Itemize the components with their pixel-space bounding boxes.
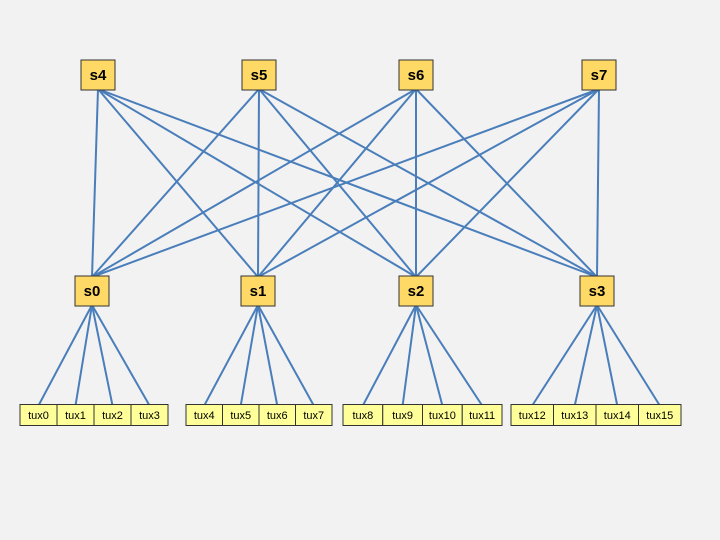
host-label: tux1	[65, 410, 86, 422]
switch-label: s6	[408, 67, 425, 84]
host-box	[638, 404, 682, 426]
host-box	[295, 404, 333, 426]
link-s0-tux1	[74, 304, 93, 406]
host-tux6[interactable]: tux6	[258, 404, 296, 426]
host-label: tux14	[604, 410, 631, 422]
host-group-s3: tux12 tux13 tux14 tux15	[510, 404, 682, 426]
link-s5-s1	[257, 88, 260, 278]
host-tux15[interactable]: tux15	[638, 404, 682, 426]
host-tux7[interactable]: tux7	[295, 404, 333, 426]
link-s3-tux12	[531, 304, 598, 407]
switch-label: s5	[251, 67, 268, 84]
host-tux5[interactable]: tux5	[222, 404, 260, 426]
host-label: tux0	[28, 410, 49, 422]
link-s1-tux6	[257, 304, 279, 406]
link-s4-s2	[97, 88, 417, 278]
link-s1-tux5	[239, 304, 259, 406]
link-s7-s1	[257, 88, 600, 278]
link-s0-tux2	[91, 304, 114, 406]
link-s2-tux10	[415, 304, 444, 406]
host-tux13[interactable]: tux13	[553, 404, 597, 426]
link-s1-tux4	[203, 304, 259, 406]
switch-label: s1	[250, 283, 267, 300]
host-label: tux6	[267, 410, 288, 422]
switch-box	[241, 59, 277, 91]
host-label: tux8	[352, 410, 373, 422]
host-label: tux15	[646, 410, 673, 422]
spine-switch-s6[interactable]: s6	[398, 59, 434, 91]
host-group-s2: tux8 tux9 tux10 tux11	[342, 404, 503, 426]
link-s2-tux11	[415, 304, 483, 407]
link-s7-s0	[91, 88, 600, 278]
spine-switch-s5[interactable]: s5	[241, 59, 277, 91]
switch-box	[581, 59, 617, 91]
link-s1-tux7	[257, 304, 315, 406]
host-label: tux13	[561, 410, 588, 422]
host-tux1[interactable]: tux1	[56, 404, 95, 426]
host-label: tux7	[303, 410, 324, 422]
host-label: tux4	[194, 410, 215, 422]
host-tux10[interactable]: tux10	[422, 404, 463, 426]
link-s2-tux9	[401, 304, 417, 406]
switch-box	[579, 275, 615, 307]
leaf-switch-s0[interactable]: s0	[74, 275, 110, 307]
leaf-switch-s3[interactable]: s3	[579, 275, 615, 307]
host-tux2[interactable]: tux2	[93, 404, 132, 426]
host-group-s1: tux4 tux5 tux6 tux7	[185, 404, 333, 426]
link-s6-s0	[91, 88, 417, 278]
nodes-layer: s4 s5 s6 s7 s0 s1 s2 s3 tux0 tux1 tux2 tux3 tux4 tux5…	[19, 59, 682, 426]
link-s0-tux3	[91, 304, 151, 406]
switch-label: s3	[589, 283, 606, 300]
host-tux4[interactable]: tux4	[185, 404, 223, 426]
switch-box	[240, 275, 276, 307]
host-tux0[interactable]: tux0	[19, 404, 58, 426]
host-label: tux3	[139, 410, 160, 422]
switch-label: s2	[408, 283, 425, 300]
switch-label: s7	[591, 67, 608, 84]
host-tux12[interactable]: tux12	[510, 404, 554, 426]
host-label: tux12	[519, 410, 546, 422]
host-label: tux9	[392, 410, 413, 422]
links-layer	[37, 88, 661, 407]
link-s4-s0	[91, 88, 99, 278]
link-s3-tux14	[596, 304, 619, 406]
link-s6-s1	[257, 88, 417, 278]
leaf-switch-s1[interactable]: s1	[240, 275, 276, 307]
link-s7-s3	[596, 88, 600, 278]
host-tux8[interactable]: tux8	[342, 404, 384, 426]
host-label: tux10	[429, 410, 456, 422]
host-tux3[interactable]: tux3	[130, 404, 169, 426]
host-tux14[interactable]: tux14	[595, 404, 639, 426]
link-s5-s0	[91, 88, 260, 278]
host-label: tux2	[102, 410, 123, 422]
spine-switch-s4[interactable]: s4	[80, 59, 116, 91]
host-label: tux5	[230, 410, 251, 422]
switch-box	[398, 59, 434, 91]
link-s2-tux8	[361, 304, 417, 406]
host-group-s0: tux0 tux1 tux2 tux3	[19, 404, 169, 426]
switch-box	[80, 59, 116, 91]
link-s0-tux0	[37, 304, 93, 406]
link-s3-tux15	[596, 304, 661, 407]
spine-switch-s7[interactable]: s7	[581, 59, 617, 91]
leaf-switch-s2[interactable]: s2	[398, 275, 434, 307]
switch-label: s4	[90, 67, 107, 84]
host-box	[461, 404, 503, 426]
link-s7-s2	[415, 88, 600, 278]
host-tux11[interactable]: tux11	[461, 404, 503, 426]
link-s4-s1	[97, 88, 259, 278]
host-box	[130, 404, 169, 426]
host-label: tux11	[469, 410, 495, 422]
host-tux9[interactable]: tux9	[382, 404, 423, 426]
link-s3-tux13	[573, 304, 598, 406]
switch-box	[74, 275, 110, 307]
switch-label: s0	[84, 283, 101, 300]
switch-box	[398, 275, 434, 307]
